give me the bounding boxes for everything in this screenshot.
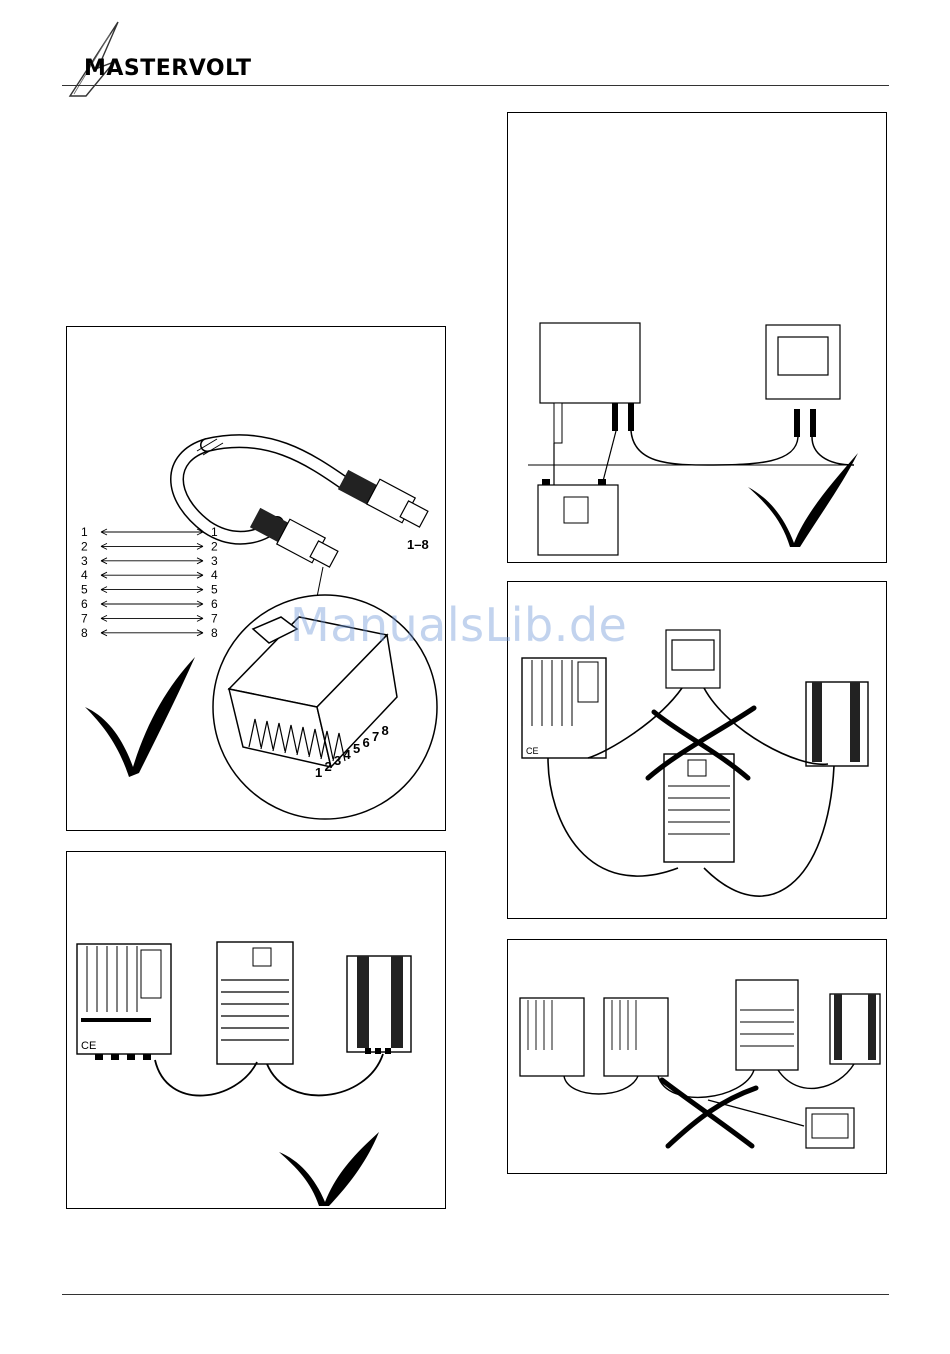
header-divider [62,85,889,86]
display-unit [806,1108,854,1148]
inverter-device-1 [520,998,584,1076]
pin-connection-arrow [101,587,203,593]
contact-number: 4 [344,747,352,762]
contact-number: 2 [325,759,332,774]
inverter-device: CE [77,944,171,1060]
charger-device [830,994,880,1064]
inverter-device: CE [522,658,606,758]
pin-connection-arrow [101,630,203,636]
check-mark-icon [85,657,195,777]
contact-number: 5 [353,741,360,756]
battery-icon [538,479,618,555]
daisy-chain-diagram: CE [67,852,445,1208]
svg-text:CE: CE [526,746,539,756]
pin-right-label: 2 [211,539,218,553]
interface-box [540,323,640,443]
inverter-device-2 [604,998,668,1076]
pin-left-label: 6 [81,597,88,611]
pin-right-label: 5 [211,583,218,597]
pin-left-label: 7 [81,611,88,625]
daisy-chain-correct-panel: CE [66,851,446,1209]
battery-monitor-device [664,754,734,862]
display-unit [666,630,720,688]
branch-connection-diagram [508,940,886,1173]
contact-number: 7 [372,729,379,744]
battery-monitor-device [217,942,293,1064]
pin-left-label: 8 [81,626,88,640]
pin-connection-arrow [101,558,203,564]
pin-left-label: 1 [81,525,88,539]
check-mark-icon [748,453,858,547]
charger-device [806,682,868,766]
contact-number: 6 [363,735,370,750]
display-unit [766,325,840,437]
cross-mark-icon [662,1080,756,1146]
pin-connection-arrow [101,601,203,607]
pin-left-label: 4 [81,568,88,582]
footer-divider [62,1294,889,1295]
ce-mark: CE [81,1040,96,1052]
branch-connection-wrong-panel [507,939,887,1174]
pin-right-label: 6 [211,597,218,611]
check-mark-icon [279,1132,379,1206]
pin-connection-arrow [101,543,203,549]
pin-left-label: 2 [81,539,88,553]
contact-number: 8 [382,723,389,738]
pin-left-label: 5 [81,583,88,597]
pin-right-label: 3 [211,554,218,568]
pin-connection-arrow [101,572,203,578]
pin-right-label: 7 [211,611,218,625]
pin-left-label: 3 [81,554,88,568]
network-display-diagram [508,113,886,562]
brand-name: MASTERVOLT [84,56,251,81]
pin-right-label: 4 [211,568,218,582]
pin-right-label: 1 [211,525,218,539]
pin-connection-arrow [101,615,203,621]
watermark: ManualsLib.de [290,598,627,652]
pin-connection-arrow [101,529,203,535]
strain-relief-right [338,470,428,527]
battery-monitor-device [736,980,798,1070]
contact-number: 3 [334,753,341,768]
charger-device [347,956,411,1054]
pin-right-label: 8 [211,626,218,640]
connector-range-label: 1–8 [407,537,429,552]
network-with-display-panel [507,112,887,563]
contact-number: 1 [315,765,322,780]
